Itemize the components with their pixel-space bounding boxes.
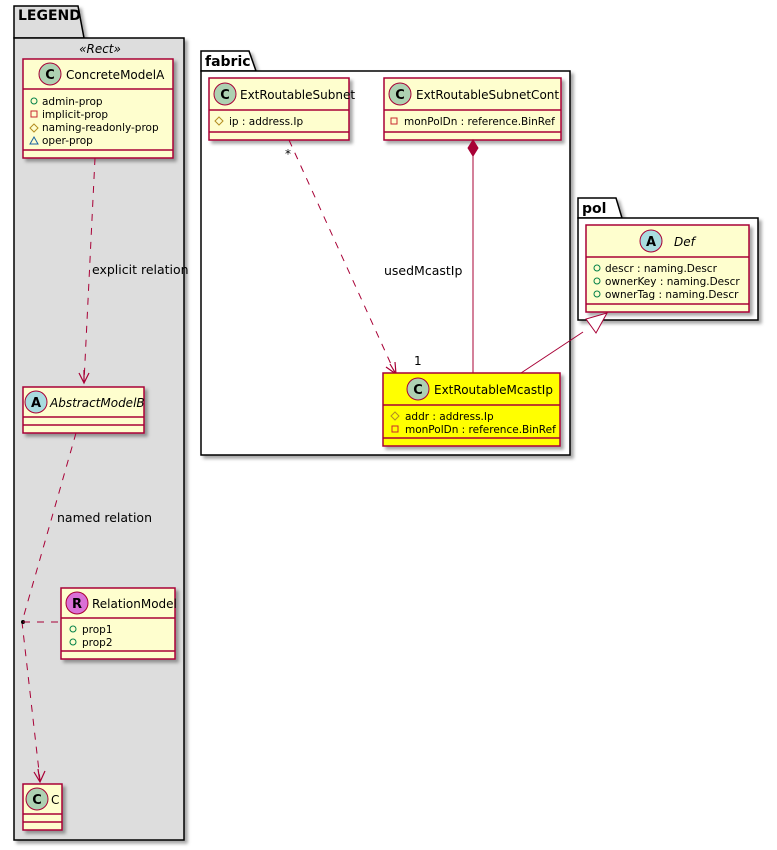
attribute: admin-prop — [42, 96, 103, 108]
class-circle-icon: C — [25, 787, 49, 811]
class-name: ExtRoutableSubnet — [240, 88, 355, 102]
edge-used-mcast-ip[interactable]: usedMcastIp * 1 — [285, 139, 462, 376]
class-name: C — [51, 793, 59, 807]
package-title: fabric — [205, 54, 251, 70]
public-visibility-icon — [69, 625, 77, 633]
abstract-circle-icon: A — [639, 229, 663, 253]
public-visibility-icon — [593, 290, 601, 298]
attribute: prop1 — [82, 624, 113, 636]
class-name: ExtRoutableSubnetCont — [416, 88, 559, 102]
public-visibility-icon — [593, 277, 601, 285]
edge-composition[interactable] — [467, 139, 479, 373]
svg-text:C: C — [32, 793, 42, 808]
target-multiplicity: 1 — [414, 354, 422, 368]
package-title: pol — [582, 201, 606, 217]
edge-label: explicit relation — [92, 262, 189, 277]
package-stereotype: «Rect» — [79, 42, 121, 56]
attribute: monPolDn : reference.BinRef — [404, 116, 555, 128]
arrow-head-icon — [78, 370, 90, 385]
edge-named-relation[interactable]: named relation — [21, 432, 152, 784]
class-ext-routable-mcast-ip[interactable]: C ExtRoutableMcastIp addr : address.Ip m… — [382, 372, 561, 447]
edge-explicit-relation[interactable]: explicit relation — [78, 157, 189, 385]
class-abstract-model-b[interactable]: A AbstractModelB — [22, 386, 145, 434]
inheritance-triangle-icon — [585, 312, 609, 334]
class-circle-icon: C — [213, 82, 237, 106]
edge-line — [288, 139, 396, 374]
svg-text:C: C — [413, 383, 423, 398]
attribute: oper-prop — [42, 135, 93, 147]
svg-text:A: A — [646, 235, 656, 250]
class-name: ConcreteModelA — [66, 68, 165, 82]
protected-visibility-icon — [390, 411, 400, 421]
attribute: ownerKey : naming.Descr — [605, 276, 740, 288]
class-box — [22, 58, 174, 159]
svg-text:C: C — [395, 88, 405, 103]
package-visibility-icon — [29, 135, 39, 145]
attribute: ip : address.Ip — [229, 116, 303, 128]
attribute: implicit-prop — [42, 109, 108, 121]
svg-text:C: C — [220, 88, 230, 103]
class-def[interactable]: A Def descr : naming.Descr ownerKey : na… — [585, 224, 750, 313]
abstract-circle-icon: A — [24, 390, 48, 414]
class-box — [585, 224, 750, 313]
private-visibility-icon — [390, 117, 398, 125]
arrow-head-icon — [33, 768, 46, 784]
class-circle-icon: C — [388, 82, 412, 106]
package-legend[interactable]: LEGEND «Rect» — [13, 5, 185, 841]
attribute: naming-readonly-prop — [42, 122, 159, 134]
edge-generalization[interactable] — [520, 312, 609, 374]
class-ext-routable-subnet-cont[interactable]: C ExtRoutableSubnetCont monPolDn : refer… — [383, 77, 562, 141]
svg-text:C: C — [45, 68, 55, 83]
attribute: addr : address.Ip — [405, 411, 494, 423]
source-multiplicity: * — [285, 147, 291, 161]
edge-label: usedMcastIp — [384, 263, 462, 278]
attribute: ownerTag : naming.Descr — [605, 289, 739, 301]
class-circle-icon: C — [406, 377, 430, 401]
package-title: LEGEND — [18, 8, 81, 24]
attribute: prop2 — [82, 637, 113, 649]
edge-line — [520, 331, 584, 374]
protected-visibility-icon — [29, 123, 39, 133]
class-relation-model[interactable]: R RelationModel prop1 prop2 — [60, 587, 177, 660]
class-c[interactable]: C C — [22, 783, 63, 831]
public-visibility-icon — [593, 264, 601, 272]
svg-text:A: A — [31, 396, 41, 411]
class-circle-icon: C — [38, 62, 62, 86]
private-visibility-icon — [30, 110, 38, 118]
class-name: ExtRoutableMcastIp — [434, 383, 553, 397]
class-concrete-model-a[interactable]: C ConcreteModelA admin-prop implicit-pro… — [22, 58, 174, 159]
class-name: AbstractModelB — [49, 396, 145, 410]
package-body — [13, 37, 185, 841]
edge-label: named relation — [57, 510, 152, 525]
svg-text:R: R — [72, 597, 82, 612]
class-name: RelationModel — [92, 597, 177, 611]
edge-line — [83, 157, 96, 383]
protected-visibility-icon — [214, 116, 224, 126]
public-visibility-icon — [69, 638, 77, 646]
relation-circle-icon: R — [65, 591, 89, 615]
class-ext-routable-subnet[interactable]: C ExtRoutableSubnet ip : address.Ip — [208, 77, 355, 141]
class-name: Def — [674, 235, 697, 249]
private-visibility-icon — [391, 425, 399, 433]
attribute: monPolDn : reference.BinRef — [405, 424, 556, 436]
attribute: descr : naming.Descr — [605, 263, 718, 275]
public-visibility-icon — [30, 97, 38, 105]
class-box — [383, 77, 562, 141]
